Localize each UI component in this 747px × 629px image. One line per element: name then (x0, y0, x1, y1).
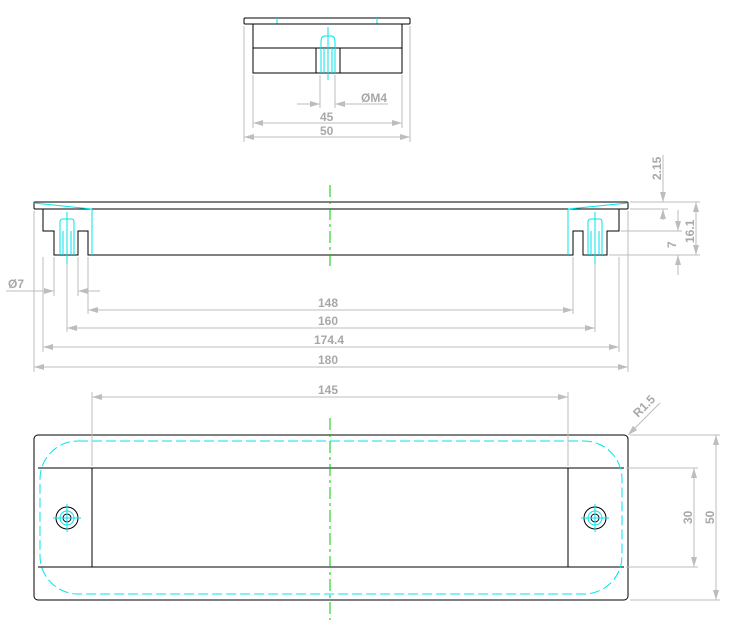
left-hole (53, 504, 81, 532)
dim-160: 160 (318, 314, 338, 328)
dim-7: 7 (665, 241, 679, 248)
plan-view: 145 R1.5 30 50 (33, 383, 720, 620)
dim-30: 30 (681, 510, 695, 524)
front-view-plate (33, 201, 629, 210)
dim-50: 50 (320, 124, 334, 138)
dim-45: 45 (320, 110, 334, 124)
dim-thread-label: ØM4 (361, 91, 387, 105)
plan-view-outline (33, 434, 629, 601)
hidden-outline (39, 440, 623, 595)
front-view-body (42, 209, 620, 256)
hidden-line (33, 202, 93, 210)
dim-50-plan: 50 (703, 510, 717, 524)
dim-145: 145 (318, 383, 338, 397)
dim-174-4: 174.4 (314, 333, 344, 347)
front-view: Ø7 148 160 174.4 180 2.15 7 16.1 (6, 155, 700, 372)
end-view-plate (243, 17, 411, 25)
right-hole (581, 504, 609, 532)
dim-16-1: 16.1 (683, 219, 697, 243)
hidden-line (567, 202, 629, 210)
dim-180: 180 (318, 353, 338, 367)
dim-2-15: 2.15 (650, 156, 664, 180)
dim-148: 148 (318, 296, 338, 310)
dim-hole-diameter: Ø7 (8, 277, 24, 291)
dim-r1-5: R1.5 (630, 392, 658, 420)
end-view: ØM4 45 50 (243, 17, 411, 142)
leader-line (627, 402, 661, 436)
